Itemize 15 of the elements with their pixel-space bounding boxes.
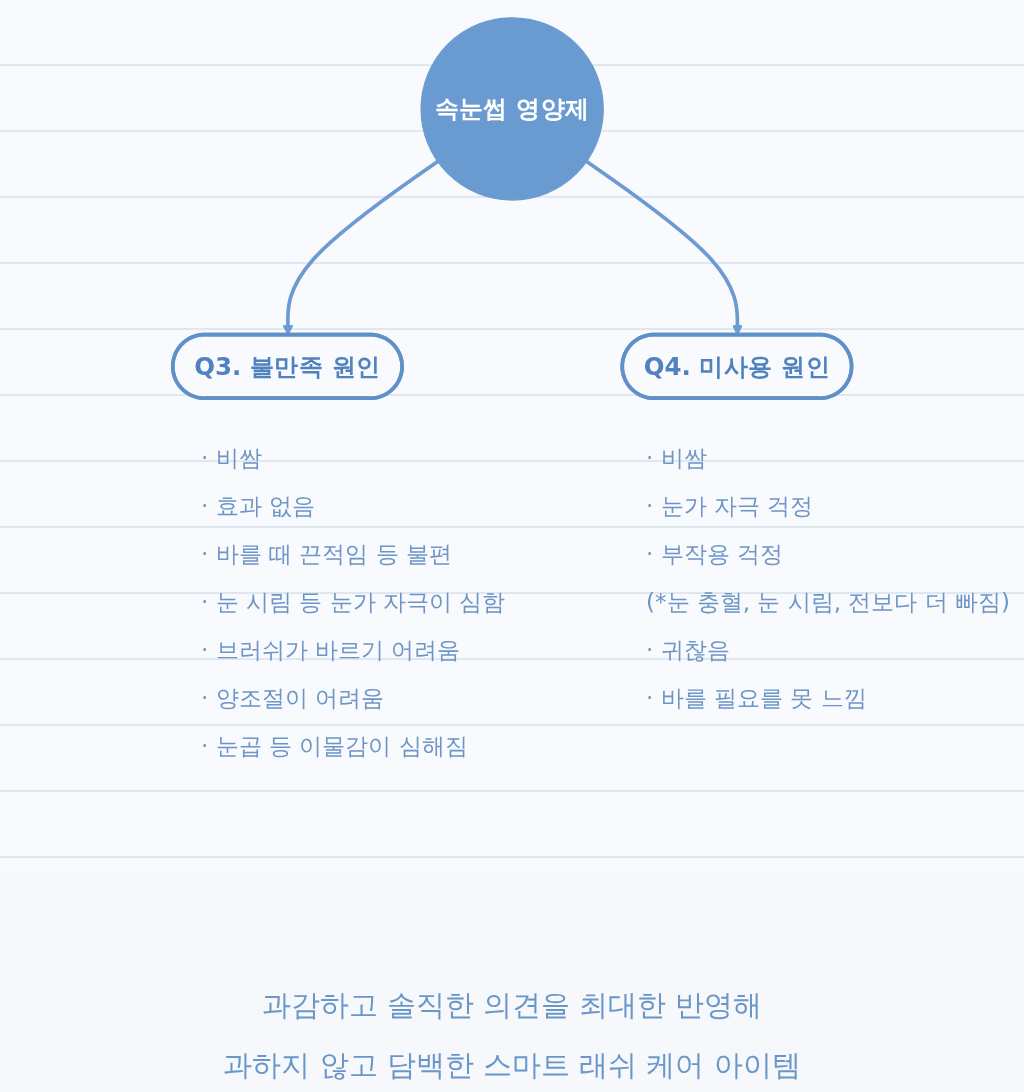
- node-circle: 속눈썹 영양제: [420, 17, 604, 201]
- caption: 과감하고 솔직한 의견을 최대한 반영해 과하지 않고 담백한 스마트 래쉬 케어 아이템: [222, 987, 802, 1084]
- list-item: · 귀찮음: [646, 636, 730, 665]
- list-item: · 바를 필요를 못 느낌: [646, 684, 867, 713]
- list-item: · 바를 때 끈적임 등 불편: [201, 540, 452, 569]
- list-item: · 눈곱 등 이물감이 심해짐: [201, 732, 468, 761]
- list-item: · 눈 시림 등 눈가 자극이 심함: [201, 588, 506, 617]
- list-item: (*눈 충혈, 눈 시림, 전보다 더 빠짐): [646, 588, 1010, 617]
- list-item: · 비쌈: [646, 444, 707, 473]
- list-item: · 양조절이 어려움: [201, 684, 384, 713]
- list-item: · 부작용 걱정: [646, 540, 783, 569]
- list-item: · 효과 없음: [201, 492, 315, 521]
- list-item: · 브러쉬가 바르기 어려움: [201, 636, 461, 665]
- list-item: · 눈가 자극 걱정: [646, 492, 814, 521]
- list-item: · 비쌈: [201, 444, 262, 473]
